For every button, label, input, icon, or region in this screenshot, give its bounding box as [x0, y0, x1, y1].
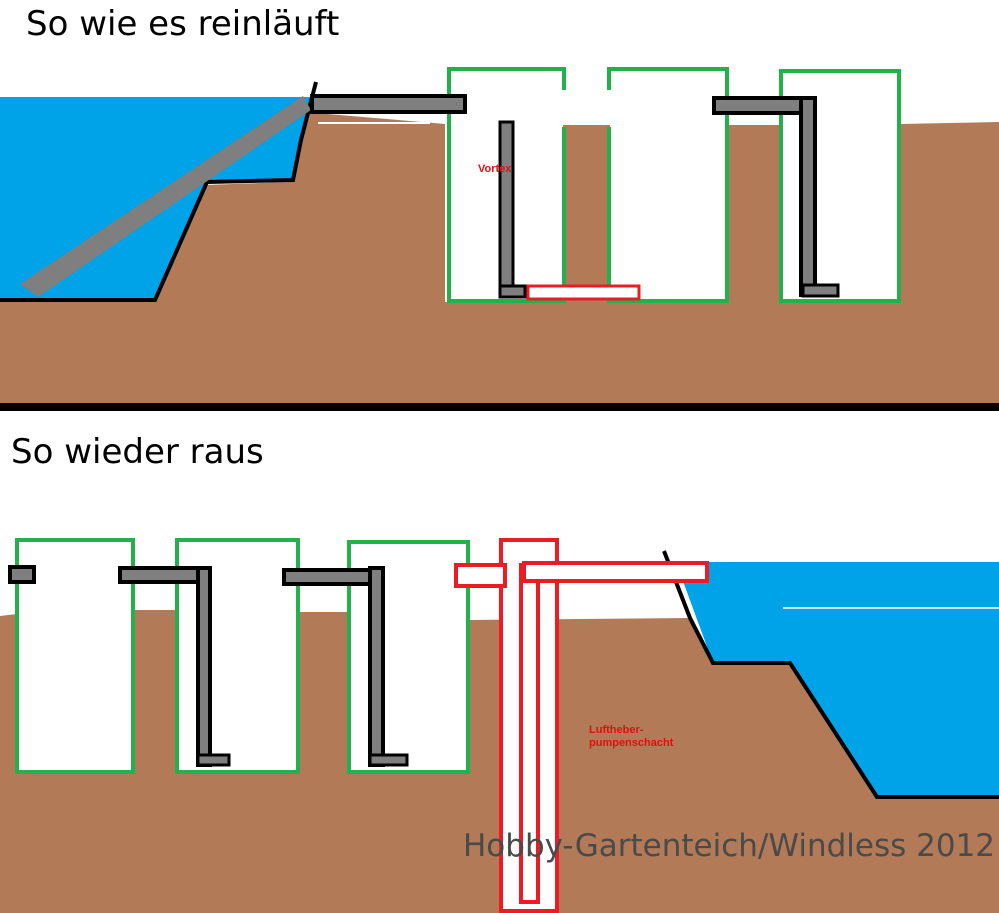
vortex-chamber — [447, 67, 566, 303]
inlet-pipe-horizontal — [310, 94, 467, 114]
outflow-pipe-stub — [8, 565, 36, 584]
top-pond-bank — [0, 81, 318, 302]
label-vortex: Vortex — [478, 163, 512, 175]
outflow-pipe-2-vertical — [368, 566, 385, 767]
outflow-pipe-1-vertical — [196, 566, 212, 767]
top-panel — [0, 67, 999, 403]
bottom-pond-bank — [662, 550, 999, 799]
outflow-chamber-1 — [15, 538, 135, 774]
title-inflow: So wie es reinläuft — [26, 4, 340, 44]
title-outflow: So wieder raus — [11, 432, 264, 472]
inlet-pipe-sloped — [20, 96, 311, 297]
filter-chamber-2 — [607, 67, 729, 303]
bottom-panel — [0, 538, 999, 913]
outflow-pipe-2-foot — [368, 753, 409, 767]
panel-divider — [0, 403, 999, 411]
airlift-inlet-stub — [454, 563, 507, 588]
filter-chamber-3 — [779, 69, 901, 303]
outflow-pipe-1-foot — [196, 753, 231, 767]
bottom-connection-pipe — [526, 284, 641, 301]
top-soil — [0, 112, 999, 403]
watermark: Hobby-Gartenteich/Windless 2012 — [463, 828, 996, 864]
label-airlift-shaft: Luftheber- pumpenschacht — [589, 724, 674, 749]
airlift-outlet-pipe — [522, 561, 709, 583]
vortex-downpipe-foot — [498, 284, 527, 299]
bottom-pond-water — [676, 562, 999, 797]
transfer-pipe-foot — [801, 283, 840, 298]
transfer-pipe-vertical — [799, 96, 817, 297]
vortex-downpipe — [498, 120, 515, 298]
